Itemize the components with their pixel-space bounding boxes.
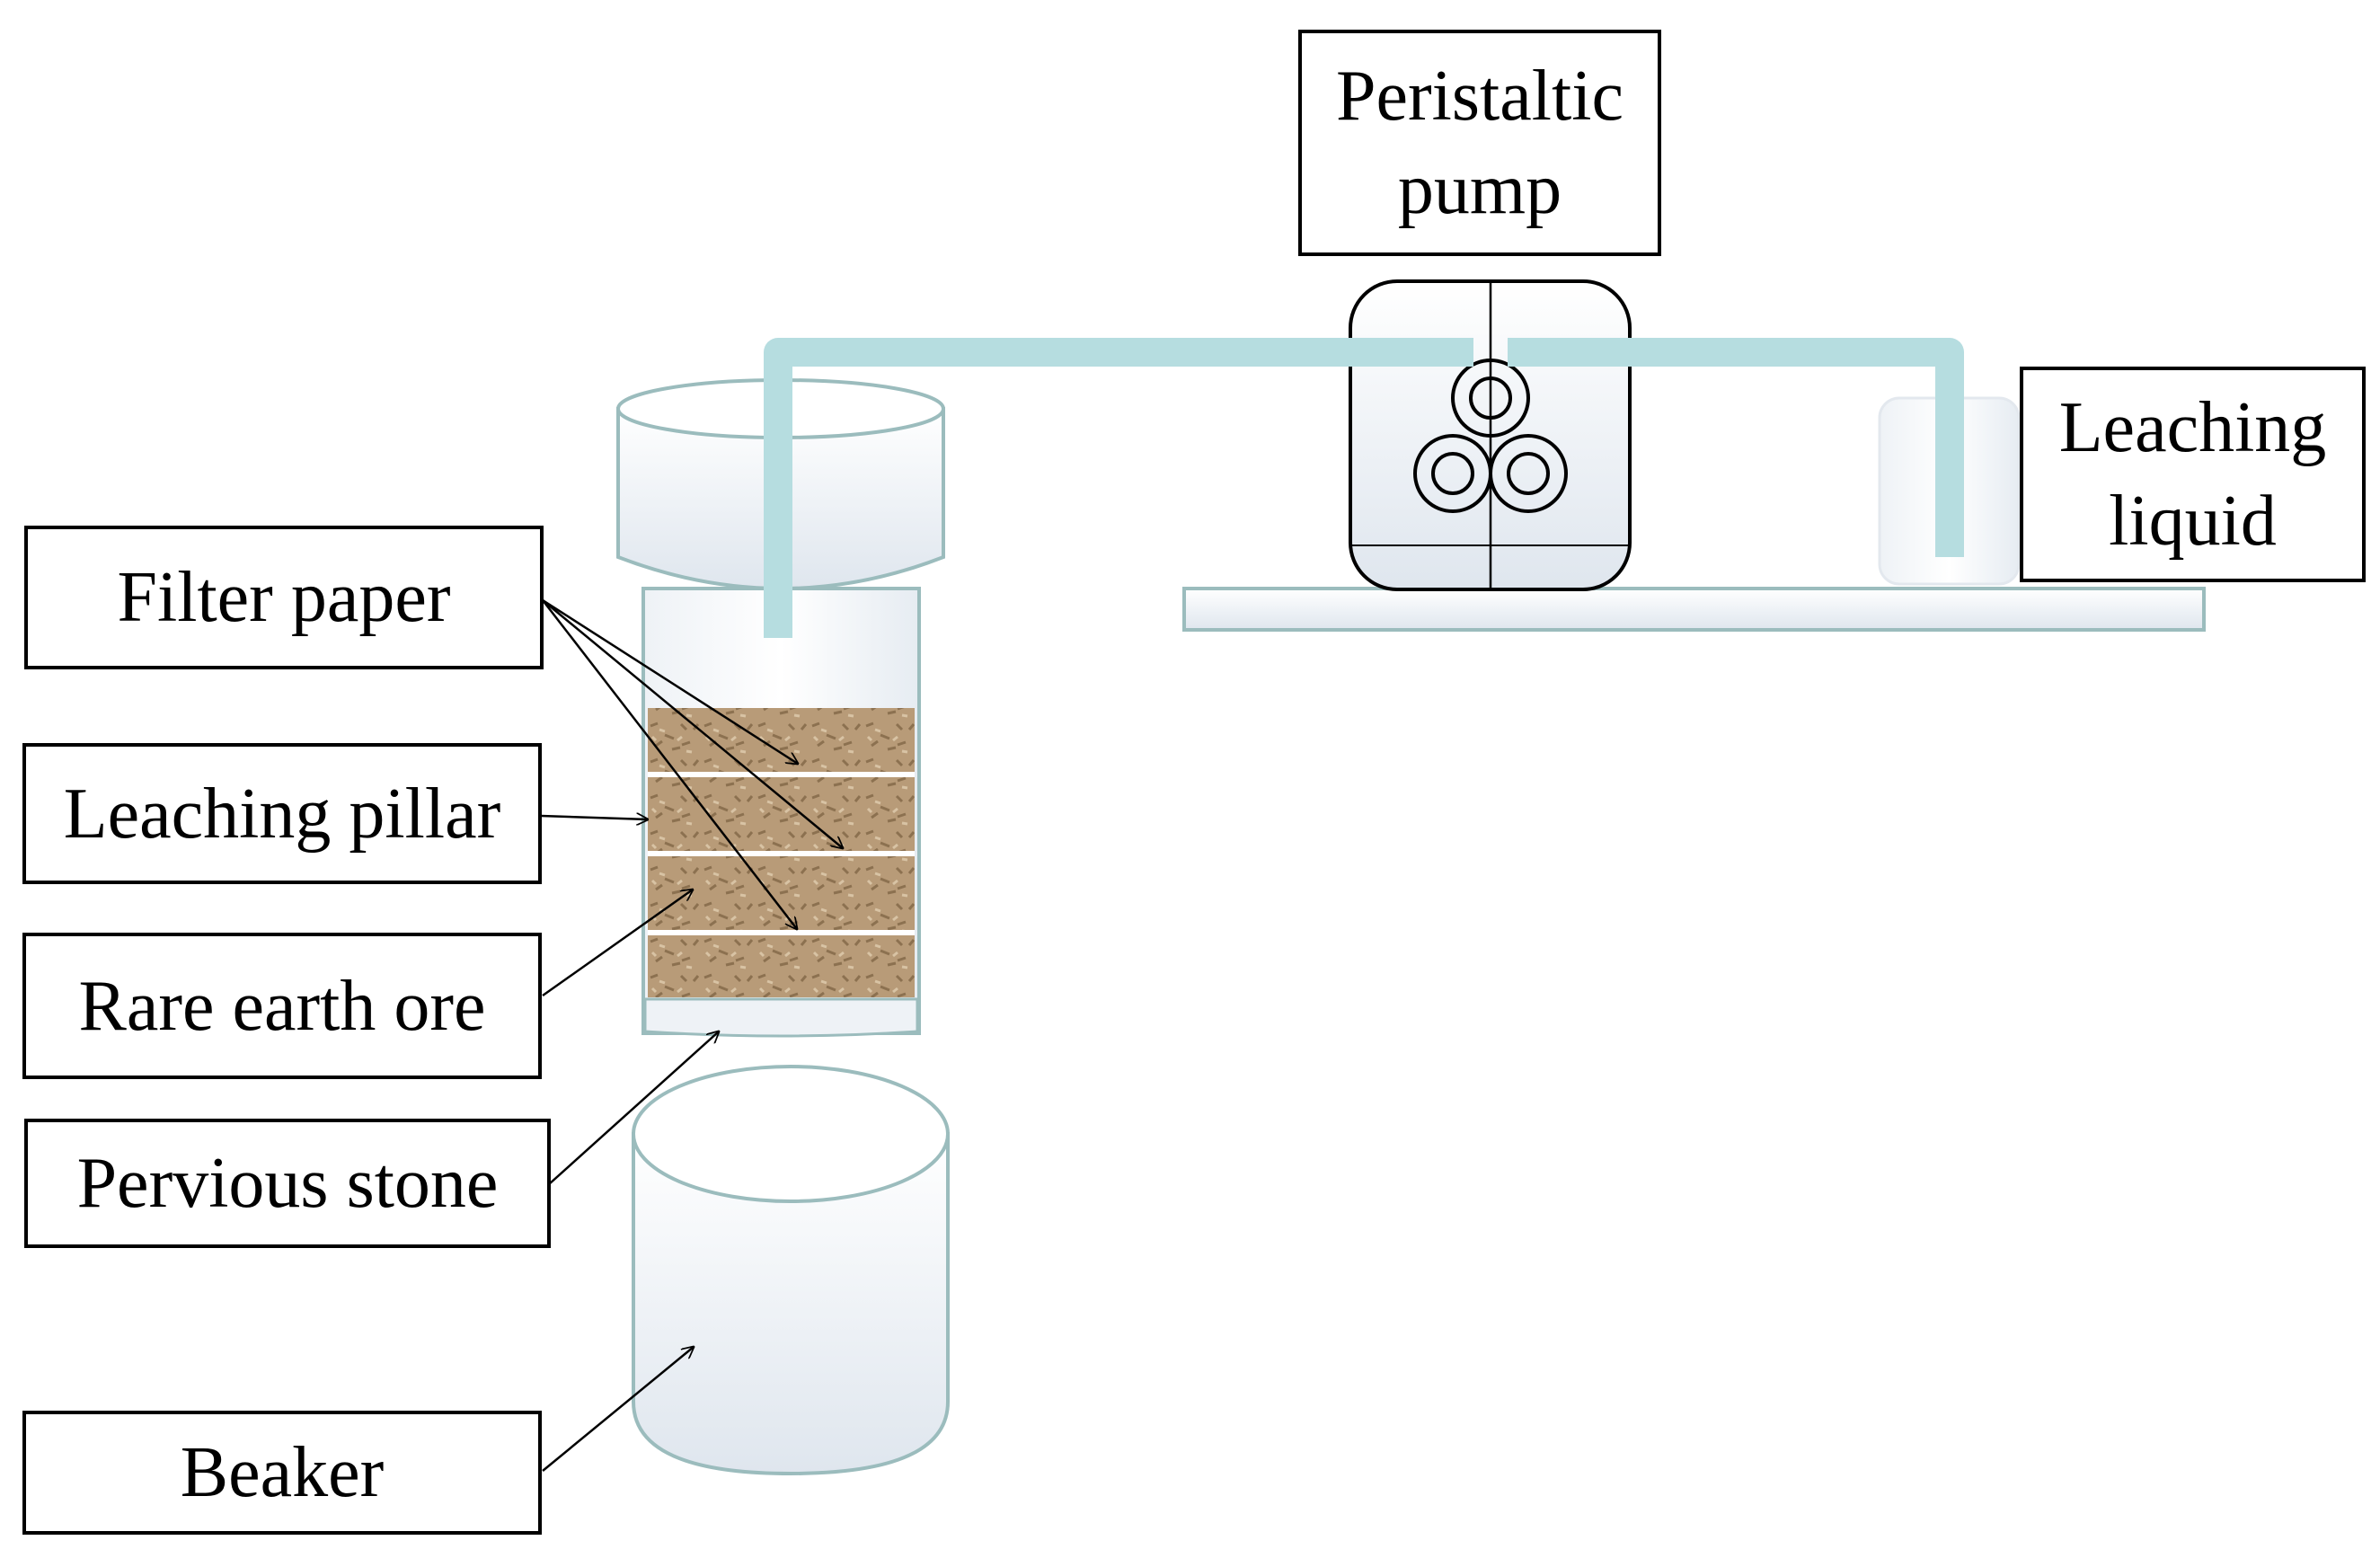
arrow-beaker xyxy=(542,1347,694,1472)
label-pervious-stone: Pervious stone xyxy=(24,1119,551,1248)
arrow-rare-earth-ore xyxy=(542,890,693,997)
arrow-filter-paper-2 xyxy=(542,599,843,848)
beaker xyxy=(632,1065,950,1476)
platform-shelf xyxy=(1182,587,2206,632)
tube-right xyxy=(1508,338,1964,557)
arrow-filter-paper-3 xyxy=(542,599,797,929)
label-beaker: Beaker xyxy=(22,1411,542,1535)
label-pump-line1: Peristaltic xyxy=(1336,57,1624,136)
leader-arrows xyxy=(540,598,843,1472)
label-filter-paper: Filter paper xyxy=(24,526,544,669)
label-liquid-line1: Leaching xyxy=(2058,388,2327,467)
label-pump-line2: pump xyxy=(1397,150,1562,229)
label-peristaltic-pump: Peristaltic pump xyxy=(1298,30,1661,256)
label-leaching-pillar: Leaching pillar xyxy=(22,743,542,884)
label-rare-earth-ore-text: Rare earth ore xyxy=(78,966,486,1046)
label-filter-paper-text: Filter paper xyxy=(117,558,451,637)
label-rare-earth-ore: Rare earth ore xyxy=(22,933,542,1079)
tube-left xyxy=(764,338,1473,638)
label-liquid-line2: liquid xyxy=(2109,482,2277,561)
label-beaker-text: Beaker xyxy=(180,1433,385,1512)
label-pervious-stone-text: Pervious stone xyxy=(76,1144,499,1223)
arrow-pervious-stone xyxy=(548,1031,719,1185)
arrow-filter-paper-1 xyxy=(542,598,798,764)
pervious-stone xyxy=(643,997,919,1038)
pump-body xyxy=(1349,279,1632,591)
arrow-leaching-pillar xyxy=(540,816,648,819)
pump-rollers xyxy=(1413,359,1568,513)
label-leaching-pillar-text: Leaching pillar xyxy=(63,774,501,854)
label-leaching-liquid: Leaching liquid xyxy=(2020,367,2366,582)
